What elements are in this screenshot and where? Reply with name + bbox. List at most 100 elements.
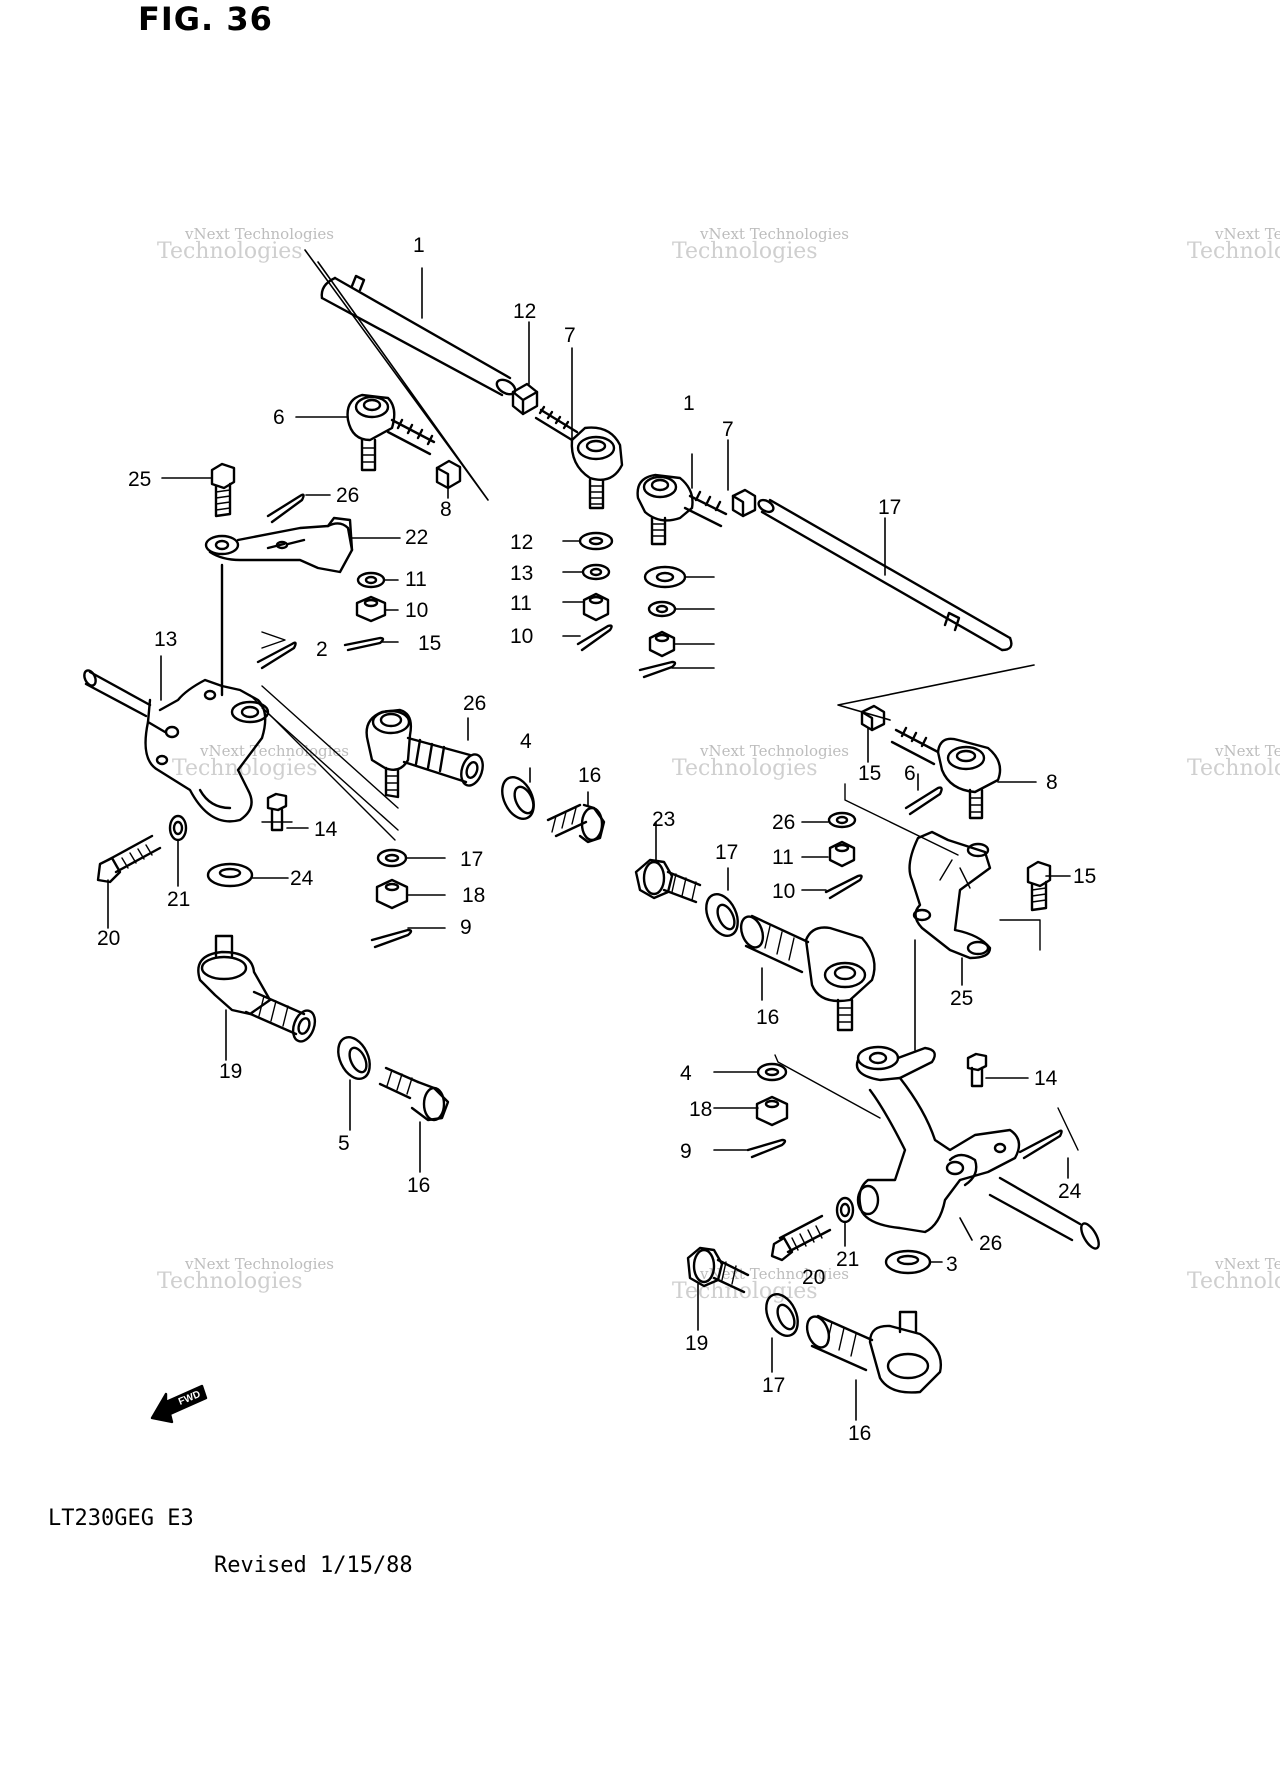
callout-14: 9 — [460, 916, 472, 939]
steering-arm-23 — [908, 830, 992, 960]
washer-11-lower-right — [827, 811, 857, 829]
callout-6: 6 — [273, 406, 285, 429]
cotter-pin-26-upper — [266, 493, 305, 524]
callout-17-lower: 16 — [407, 1174, 430, 1197]
callout-19: 20 — [97, 927, 120, 950]
callout-16-right: 17 — [715, 841, 738, 864]
tie-rod-end-6-right — [890, 726, 1002, 820]
lock-nut-12-right — [731, 488, 757, 518]
callout-25: 25 — [128, 468, 151, 491]
lock-nut-12-left — [511, 382, 539, 416]
callout-labels: 1 12 7 6 25 26 8 22 11 10 15 1 3 2 26 4 1… — [97, 234, 1096, 1445]
cotter-pin-14-left — [370, 928, 413, 949]
knuckle-2-left — [83, 669, 270, 823]
callout-10: 10 — [405, 599, 428, 622]
tie-rod-end-7-right — [636, 473, 728, 546]
callout-13: 12 — [510, 531, 533, 554]
callout-15-mid: 10 — [510, 625, 533, 648]
washer-11-left — [356, 571, 386, 589]
figure-title: FIG. 36 — [138, 0, 273, 38]
callout-11-right: 26 — [772, 811, 795, 834]
callout-1: 1 — [413, 234, 425, 257]
rod-end-4-right — [739, 914, 876, 1032]
bolt-17-lower-left — [378, 1066, 450, 1122]
tie-rod-end-7-left — [534, 405, 624, 510]
callout-15: 15 — [418, 632, 441, 655]
callout-25-right: 15 — [1073, 865, 1096, 888]
callout-7-right: 1 — [683, 392, 695, 415]
spacer-16-right-mid — [705, 893, 739, 937]
cotter-pin-26-lower-right — [1018, 1129, 1063, 1160]
castle-nut-9-left — [375, 878, 409, 910]
callout-20-right: 21 — [836, 1248, 859, 1271]
callout-21-right: 3 — [946, 1253, 958, 1276]
rod-end-4-left — [365, 708, 484, 799]
callout-12: 12 — [513, 300, 536, 323]
bolt-19-left — [96, 834, 162, 884]
washer-11-right — [647, 600, 677, 618]
callout-4-right: 16 — [756, 1006, 779, 1029]
nut-10-right — [648, 630, 676, 658]
spacer-16-left-mid — [501, 776, 535, 820]
callout-9: 18 — [462, 884, 485, 907]
washer-21-right — [884, 1249, 932, 1275]
castle-nut-9-right — [755, 1095, 789, 1127]
callout-21: 24 — [290, 867, 314, 890]
callout-24: 14 — [314, 818, 338, 841]
callout-5: 19 — [219, 1060, 242, 1083]
callout-17: 16 — [578, 764, 601, 787]
cotter-pin-15-lower-right — [824, 874, 863, 900]
bolt-25-left — [210, 462, 236, 518]
bolt-19-right — [770, 1214, 832, 1262]
washer-11-mid — [581, 563, 611, 581]
bolt-17-right-mid — [634, 858, 702, 904]
callout-8-right: 15 — [858, 762, 881, 785]
bolt-24-left — [261, 792, 293, 832]
cotter-pin-15-right — [638, 660, 677, 679]
tie-rod-right — [757, 498, 1013, 652]
washer-13-right — [643, 565, 687, 589]
callout-26-lower-right: 24 — [1058, 1180, 1082, 1203]
callout-26-right: 6 — [904, 762, 916, 785]
nut-8-left — [435, 459, 462, 490]
callout-4: 26 — [463, 692, 486, 715]
callout-17-lower-right: 19 — [685, 1332, 708, 1355]
lock-washer-20-right — [835, 1196, 855, 1224]
leader-lines — [107, 267, 1071, 1421]
washer-18-right — [756, 1062, 788, 1082]
spacer-16-lower-right — [765, 1293, 799, 1337]
lock-washer-20-left — [168, 814, 188, 842]
callout-10-right: 11 — [772, 846, 794, 869]
cotter-pin-15-mid — [576, 624, 613, 652]
callout-14-right: 9 — [680, 1140, 692, 1163]
tie-rod-end-6-left — [346, 393, 436, 472]
callout-26-mid: 2 — [316, 638, 328, 661]
cotter-pin-15-left — [343, 636, 385, 652]
callout-16: 4 — [520, 730, 532, 753]
nut-8-right — [860, 704, 886, 732]
fwd-arrow-icon: FWD — [150, 1384, 208, 1424]
callout-10-mid: 11 — [510, 592, 532, 615]
callout-22: 22 — [405, 526, 428, 549]
callout-18: 17 — [460, 848, 483, 871]
nut-10-mid — [582, 592, 610, 622]
steering-arm-22 — [204, 516, 354, 574]
callout-16-lower: 5 — [338, 1132, 350, 1155]
callout-26: 26 — [336, 484, 359, 507]
callout-8: 8 — [440, 498, 452, 521]
callout-12-right: 7 — [722, 418, 734, 441]
callout-9-right: 18 — [689, 1098, 712, 1121]
cotter-pin-14-right — [746, 1138, 787, 1159]
callout-6-right: 8 — [1046, 771, 1058, 794]
callout-1-right: 17 — [878, 496, 901, 519]
callout-15-right: 10 — [772, 880, 795, 903]
bolt-17-lower-right — [686, 1246, 750, 1294]
model-code: LT230GEG E3 — [48, 1506, 194, 1531]
callout-19-right: 20 — [802, 1266, 825, 1289]
callout-5-right: 16 — [848, 1422, 871, 1445]
callout-7: 7 — [564, 324, 576, 347]
callout-23: 25 — [950, 987, 973, 1010]
callout-24-right: 14 — [1034, 1067, 1058, 1090]
